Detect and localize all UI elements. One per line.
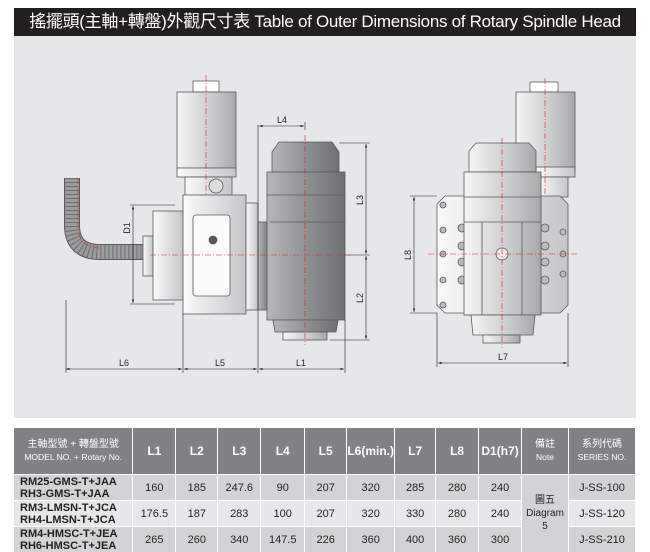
value-cell: 260 (176, 527, 218, 552)
note-cell: 圖五 Diagram 5 (522, 475, 569, 552)
header-series: 系列代碼 SERIES NO. (569, 428, 636, 475)
value-cell: 207 (305, 475, 347, 501)
header-model-en: MODEL NO. + Rotary No. (24, 452, 122, 462)
label-l7: L7 (498, 352, 508, 362)
model-name: RH6-HMSC-T+JEA (20, 540, 116, 552)
header-note: 備註 Note (522, 428, 569, 475)
value-cell: 340 (218, 527, 261, 552)
value-cell: 320 (347, 501, 395, 527)
rotary-spindle-head-diagram: L6 L5 L1 L4 L3 L2 D1 L8 L7 (0, 0, 650, 420)
label-l8: L8 (403, 250, 413, 260)
model-name: RH3-GMS-T+JAA (20, 488, 110, 500)
value-cell: 100 (261, 501, 305, 527)
value-cell: 226 (305, 527, 347, 552)
header-note-zh: 備註 (535, 439, 555, 450)
value-cell: 160 (133, 475, 176, 501)
header-l3: L3 (218, 428, 261, 475)
series-cell: J-SS-120 (569, 501, 636, 527)
label-l3: L3 (355, 195, 365, 205)
value-cell: 247.6 (218, 475, 261, 501)
value-cell: 280 (436, 475, 479, 501)
label-l2: L2 (355, 293, 365, 303)
value-cell: 283 (218, 501, 261, 527)
header-model-zh: 主軸型號 + 轉盤型號 (27, 439, 118, 450)
value-cell: 90 (261, 475, 305, 501)
header-d1: D1(h7) (479, 428, 522, 475)
value-cell: 207 (305, 501, 347, 527)
label-d1: D1 (122, 222, 132, 234)
value-cell: 147.5 (261, 527, 305, 552)
header-l6: L6(min.) (347, 428, 395, 475)
header-note-en: Note (536, 452, 554, 462)
value-cell: 330 (395, 501, 436, 527)
header-l7: L7 (395, 428, 436, 475)
header-series-zh: 系列代碼 (582, 439, 622, 450)
model-name: RM4-HMSC-T+JEA (20, 528, 117, 540)
label-l1: L1 (296, 358, 306, 368)
value-cell: 280 (436, 501, 479, 527)
note-zh: 圖五 (535, 495, 555, 506)
value-cell: 176.5 (133, 501, 176, 527)
model-name: RH4-LMSN-T+JCA (20, 514, 116, 526)
value-cell: 360 (347, 527, 395, 552)
value-cell: 360 (436, 527, 479, 552)
label-l4: L4 (277, 115, 287, 125)
value-cell: 240 (479, 475, 522, 501)
model-name: RM25-GMS-T+JAA (20, 476, 117, 488)
value-cell: 400 (395, 527, 436, 552)
header-l8: L8 (436, 428, 479, 475)
value-cell: 265 (133, 527, 176, 552)
value-cell: 187 (176, 501, 218, 527)
value-cell: 185 (176, 475, 218, 501)
series-cell: J-SS-210 (569, 527, 636, 552)
header-l2: L2 (176, 428, 218, 475)
header-l4: L4 (261, 428, 305, 475)
header-series-en: SERIES NO. (578, 452, 627, 462)
value-cell: 285 (395, 475, 436, 501)
header-model: 主軸型號 + 轉盤型號 MODEL NO. + Rotary No. (14, 428, 133, 475)
value-cell: 320 (347, 475, 395, 501)
label-l6: L6 (119, 358, 129, 368)
header-l1: L1 (133, 428, 176, 475)
series-cell: J-SS-100 (569, 475, 636, 501)
header-l5: L5 (305, 428, 347, 475)
model-name: RM3-LMSN-T+JCA (20, 502, 117, 514)
note-en: Diagram 5 (526, 508, 564, 532)
label-l5: L5 (215, 358, 225, 368)
value-cell: 240 (479, 501, 522, 527)
value-cell: 300 (479, 527, 522, 552)
